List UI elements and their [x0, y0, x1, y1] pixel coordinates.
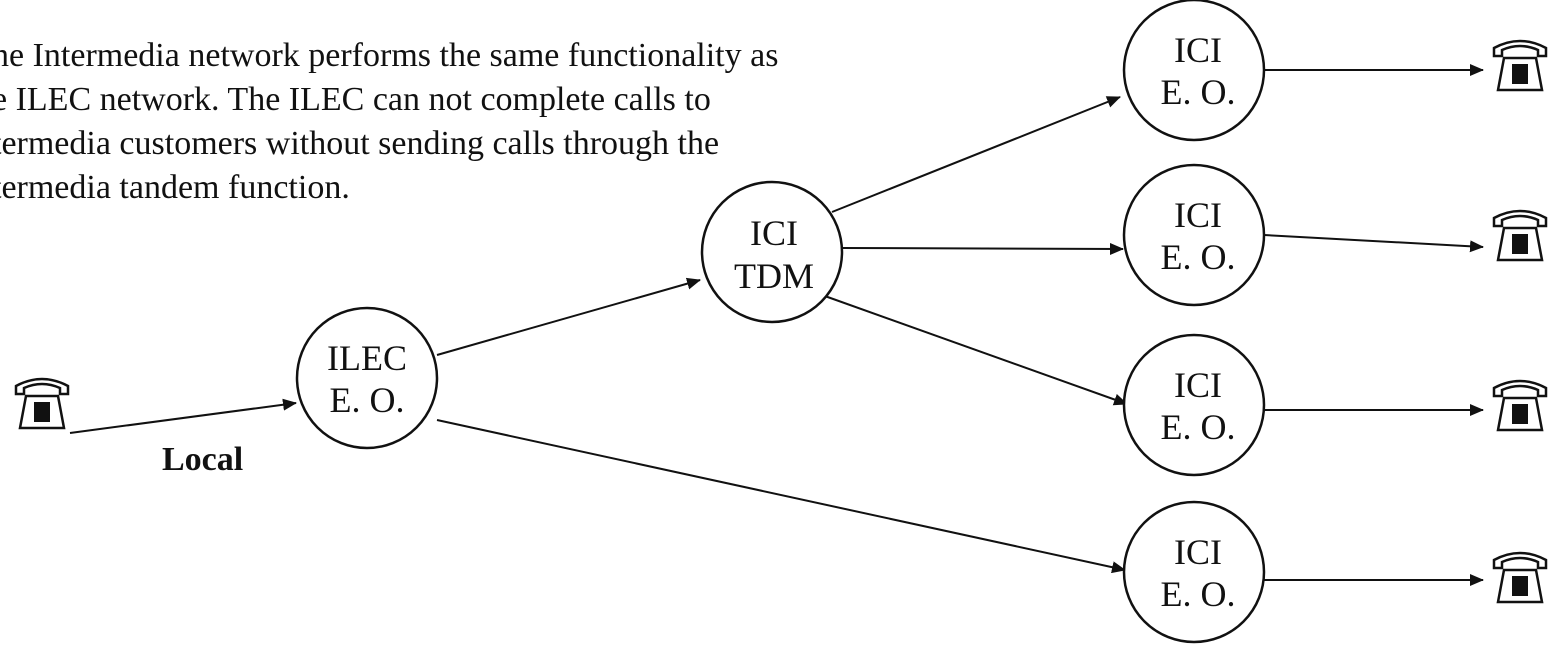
- node-label: E. O.: [1161, 72, 1236, 112]
- local-label: Local: [162, 441, 243, 478]
- node-label: E. O.: [1161, 574, 1236, 614]
- link-ilec-to-tdm: [436, 277, 701, 356]
- node-label: ICI: [1174, 195, 1222, 235]
- telephone-icon: [1492, 209, 1548, 262]
- telephone-icon: [14, 377, 70, 430]
- node-ici-eo-4: ICI E. O.: [1122, 500, 1266, 644]
- description-line: termedia customers without sending calls…: [0, 125, 720, 162]
- description-line: termedia tandem function.: [0, 169, 350, 206]
- node-label: E. O.: [1161, 407, 1236, 447]
- node-ici-tdm: ICI TDM: [700, 180, 844, 324]
- node-ici-eo-1: ICI E. O.: [1122, 0, 1266, 142]
- description-text: ne Intermedia network performs the same …: [0, 34, 992, 210]
- telephone-icon: [1492, 551, 1548, 604]
- node-ilec-eo: ILEC E. O.: [295, 306, 439, 450]
- node-label: ICI: [750, 213, 798, 253]
- node-label: ILEC: [327, 338, 407, 378]
- node-label: TDM: [734, 256, 814, 296]
- node-label: ICI: [1174, 30, 1222, 70]
- link-tdm-to-eo2: [841, 242, 1124, 255]
- node-ici-eo-3: ICI E. O.: [1122, 333, 1266, 477]
- link-tdm-to-eo1: [831, 96, 1121, 213]
- node-label: ICI: [1174, 365, 1222, 405]
- telephone-icon: [1492, 39, 1548, 92]
- node-label: ICI: [1174, 532, 1222, 572]
- description-line: e ILEC network. The ILEC can not complet…: [0, 81, 711, 118]
- link-ilec-to-eo4: [436, 419, 1126, 574]
- link-eo2-to-phone: [1263, 234, 1484, 253]
- node-ici-eo-2: ICI E. O.: [1122, 163, 1266, 307]
- link-tdm-to-eo3: [821, 294, 1128, 406]
- telephone-icon: [1492, 379, 1548, 432]
- link-phone-to-ilec: [69, 398, 297, 434]
- description-line: ne Intermedia network performs the same …: [0, 37, 779, 74]
- node-label: E. O.: [1161, 237, 1236, 277]
- node-label: E. O.: [330, 380, 405, 420]
